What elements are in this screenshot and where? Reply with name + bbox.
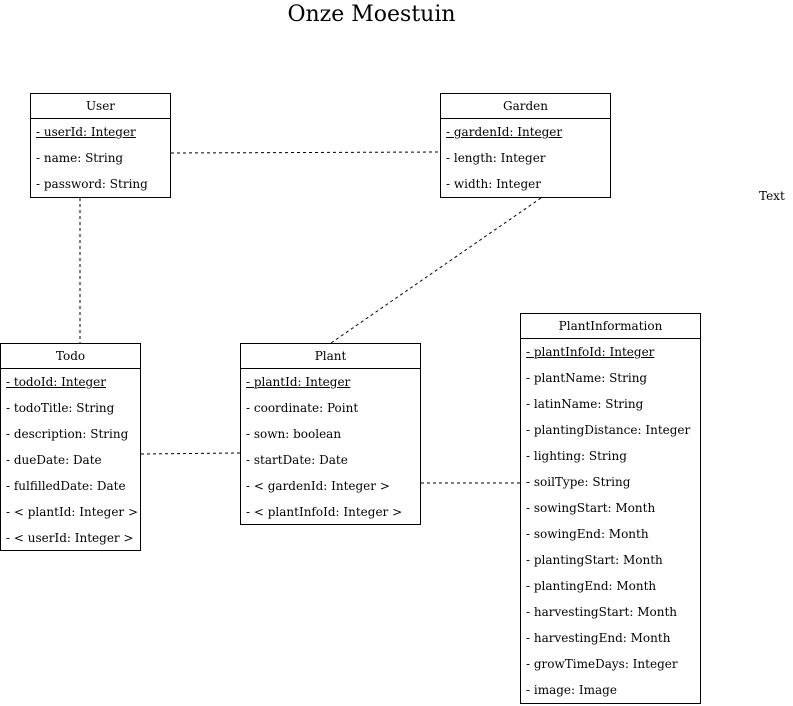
class-plant-attributes: - plantId: Integer - coordinate: Point - s… bbox=[241, 369, 420, 525]
class-plant-name: Plant bbox=[241, 344, 420, 369]
class-attribute-primary-key: - userId: Integer bbox=[31, 119, 170, 145]
class-attribute: - dueDate: Date bbox=[1, 447, 140, 473]
class-attribute-text: - image: Image bbox=[526, 683, 617, 697]
class-attribute: - harvestingStart: Month bbox=[521, 599, 700, 625]
class-attribute: - soilType: String bbox=[521, 469, 700, 495]
connector-garden-plant bbox=[330, 197, 542, 344]
class-attribute-text: - plantId: Integer bbox=[246, 375, 351, 389]
class-attribute-text: - plantingStart: Month bbox=[526, 553, 663, 567]
class-attribute-text: - dueDate: Date bbox=[6, 453, 102, 467]
class-attribute-text: - plantInfoId: Integer bbox=[526, 345, 655, 359]
class-attribute: - todoTitle: String bbox=[1, 395, 140, 421]
class-attribute: - < plantId: Integer > bbox=[1, 499, 140, 525]
class-attribute-primary-key: - gardenId: Integer bbox=[441, 119, 610, 145]
class-attribute-text: - latinName: String bbox=[526, 397, 644, 411]
class-attribute: - growTimeDays: Integer bbox=[521, 651, 700, 677]
class-attribute: - image: Image bbox=[521, 677, 700, 703]
class-todo[interactable]: Todo - todoId: Integer - todoTitle: Strin… bbox=[0, 343, 141, 551]
class-attribute-text: - soilType: String bbox=[526, 475, 631, 489]
class-attribute-text: - sowingStart: Month bbox=[526, 501, 656, 515]
class-attribute-primary-key: - plantInfoId: Integer bbox=[521, 339, 700, 365]
diagram-title: Onze Moestuin bbox=[287, 2, 456, 27]
connector-todo-plant bbox=[140, 452, 241, 455]
class-attribute-text: - userId: Integer bbox=[36, 125, 136, 139]
class-attribute: - width: Integer bbox=[441, 171, 610, 197]
class-attribute-text: - width: Integer bbox=[446, 177, 541, 191]
class-attribute: - name: String bbox=[31, 145, 170, 171]
class-attribute: - plantingStart: Month bbox=[521, 547, 700, 573]
class-attribute: - < userId: Integer > bbox=[1, 525, 140, 551]
class-attribute-text: - sowingEnd: Month bbox=[526, 527, 649, 541]
class-attribute-text: - length: Integer bbox=[446, 151, 546, 165]
class-garden-name: Garden bbox=[441, 94, 610, 119]
class-attribute-text: - plantingDistance: Integer bbox=[526, 423, 691, 437]
class-attribute-text: - startDate: Date bbox=[246, 453, 348, 467]
class-attribute: - plantName: String bbox=[521, 365, 700, 391]
class-attribute-text: - gardenId: Integer bbox=[446, 125, 563, 139]
class-attribute-text: - lighting: String bbox=[526, 449, 627, 463]
class-attribute-text: - < gardenId: Integer > bbox=[246, 479, 390, 493]
class-attribute-text: - < plantId: Integer > bbox=[6, 505, 139, 519]
class-plant-information-name: PlantInformation bbox=[521, 314, 700, 339]
class-plant-information[interactable]: PlantInformation - plantInfoId: Integer-… bbox=[520, 313, 701, 704]
connector-user-garden bbox=[170, 151, 441, 154]
class-attribute: - plantingDistance: Integer bbox=[521, 417, 700, 443]
class-attribute-text: - fulfilledDate: Date bbox=[6, 479, 126, 493]
class-attribute-text: - plantingEnd: Month bbox=[526, 579, 657, 593]
class-todo-attributes: - todoId: Integer - todoTitle: String - de… bbox=[1, 369, 140, 551]
class-attribute-text: - harvestingStart: Month bbox=[526, 605, 678, 619]
class-attribute: - fulfilledDate: Date bbox=[1, 473, 140, 499]
class-attribute: - latinName: String bbox=[521, 391, 700, 417]
class-attribute: - plantingEnd: Month bbox=[521, 573, 700, 599]
class-attribute-text: - < plantInfoId: Integer > bbox=[246, 505, 403, 519]
class-user-attributes: - userId: Integer - name: String - passwor… bbox=[31, 119, 170, 197]
class-user[interactable]: User - userId: Integer - name: String - pa… bbox=[30, 93, 171, 198]
class-attribute-text: - todoTitle: String bbox=[6, 401, 115, 415]
class-attribute-text: - coordinate: Point bbox=[246, 401, 359, 415]
class-attribute: - < plantInfoId: Integer > bbox=[241, 499, 420, 525]
class-garden[interactable]: Garden - gardenId: Integer - length: Inte… bbox=[440, 93, 611, 198]
class-plant-information-attributes: - plantInfoId: Integer - plantName: Strin… bbox=[521, 339, 700, 703]
class-attribute: - lighting: String bbox=[521, 443, 700, 469]
class-user-name: User bbox=[31, 94, 170, 119]
class-attribute: - coordinate: Point bbox=[241, 395, 420, 421]
class-todo-name: Todo bbox=[1, 344, 140, 369]
class-plant[interactable]: Plant - plantId: Integer - coordinate: Po… bbox=[240, 343, 421, 525]
class-attribute: - sown: boolean bbox=[241, 421, 420, 447]
class-attribute: - startDate: Date bbox=[241, 447, 420, 473]
class-attribute-text: - sown: boolean bbox=[246, 427, 342, 441]
class-attribute-text: - harvestingEnd: Month bbox=[526, 631, 671, 645]
free-text-label: Text bbox=[759, 189, 785, 203]
class-attribute-text: - plantName: String bbox=[526, 371, 648, 385]
class-attribute-text: - growTimeDays: Integer bbox=[526, 657, 678, 671]
class-attribute-text: - todoId: Integer bbox=[6, 375, 107, 389]
class-attribute-text: - name: String bbox=[36, 151, 124, 165]
class-attribute-text: - password: String bbox=[36, 177, 148, 191]
class-attribute: - length: Integer bbox=[441, 145, 610, 171]
class-attribute: - password: String bbox=[31, 171, 170, 197]
class-attribute: - sowingStart: Month bbox=[521, 495, 700, 521]
class-attribute-text: - description: String bbox=[6, 427, 129, 441]
class-attribute-primary-key: - plantId: Integer bbox=[241, 369, 420, 395]
class-attribute: - < gardenId: Integer > bbox=[241, 473, 420, 499]
class-attribute-primary-key: - todoId: Integer bbox=[1, 369, 140, 395]
class-attribute: - sowingEnd: Month bbox=[521, 521, 700, 547]
class-garden-attributes: - gardenId: Integer - length: Integer - wi… bbox=[441, 119, 610, 197]
class-attribute: - harvestingEnd: Month bbox=[521, 625, 700, 651]
class-attribute-text: - < userId: Integer > bbox=[6, 531, 134, 545]
class-attribute: - description: String bbox=[1, 421, 140, 447]
